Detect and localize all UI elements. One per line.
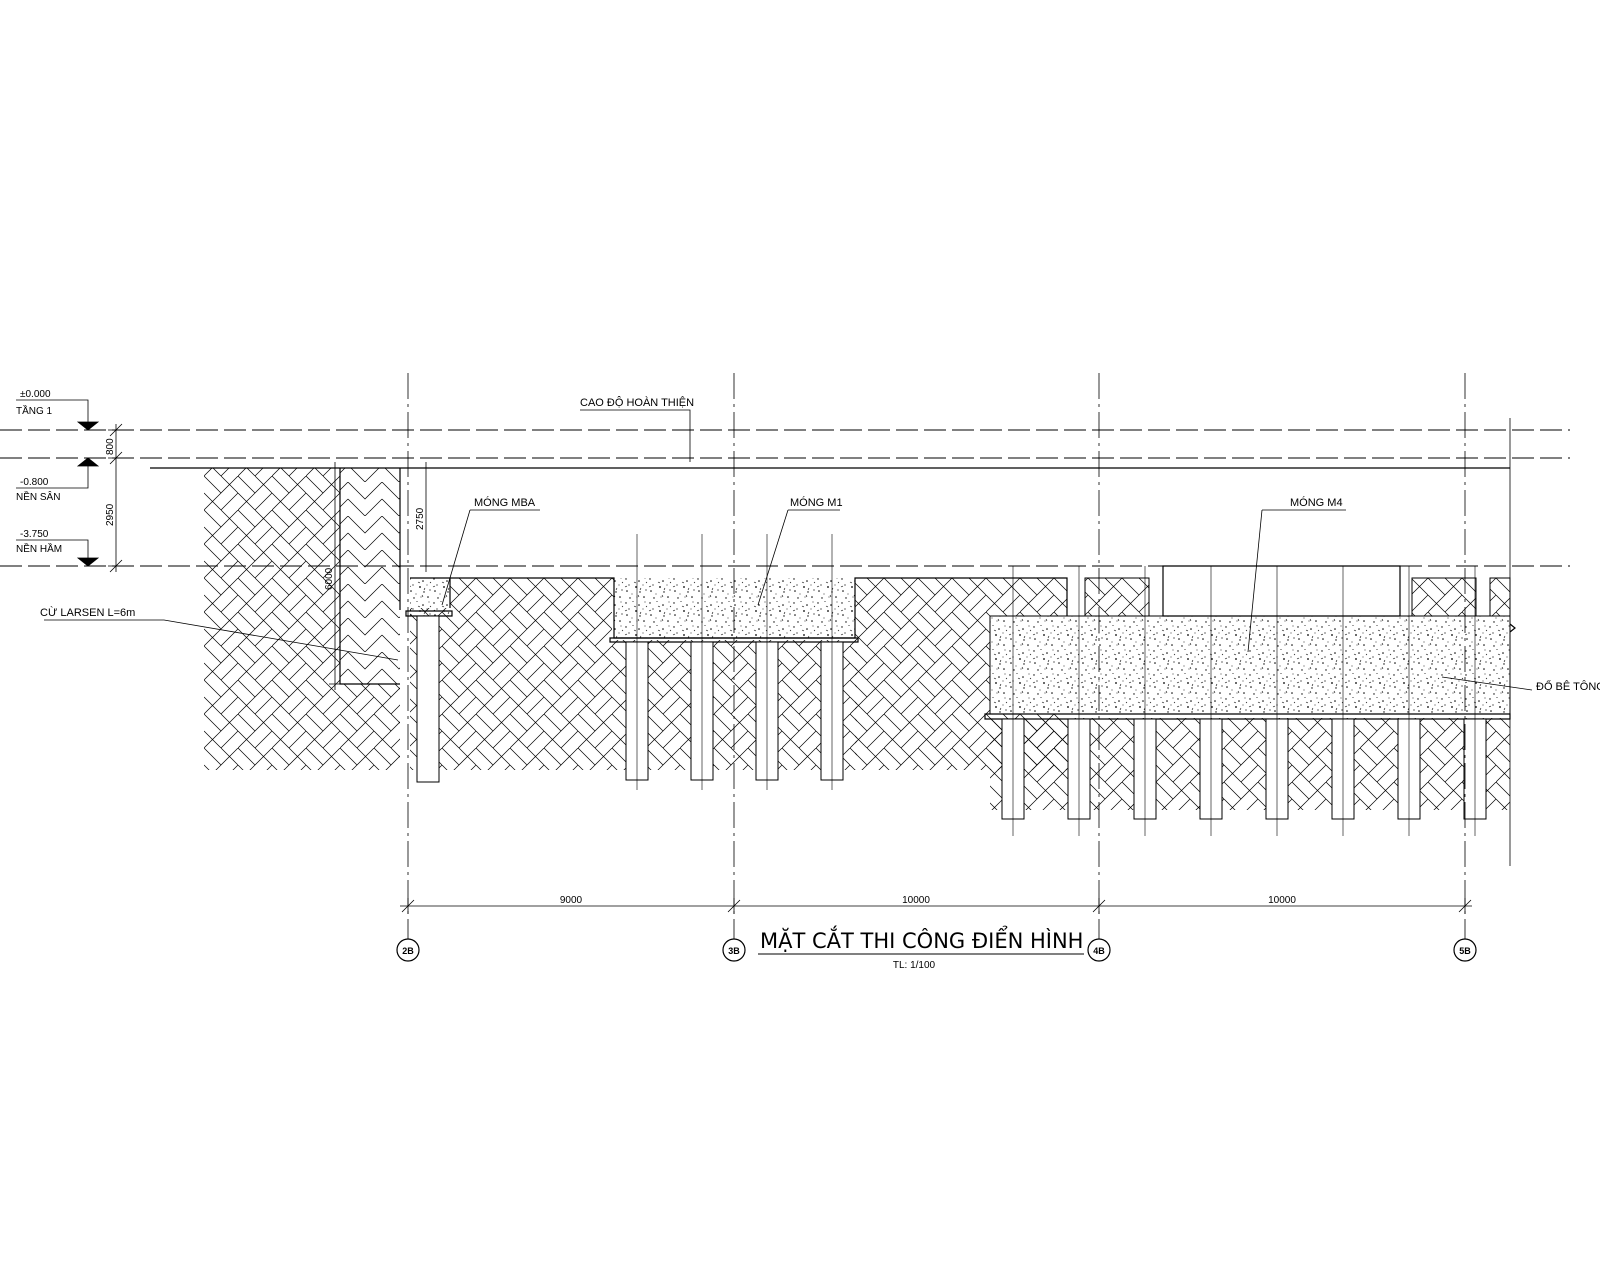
axis-label: 4B xyxy=(1093,946,1105,956)
do-be-tong-label: ĐỔ BÊ TÔNG xyxy=(1536,680,1600,693)
level-markers xyxy=(16,399,100,567)
axis-bubble xyxy=(396,938,420,962)
dimension-6000: 6000 xyxy=(324,567,335,590)
axis-bubble xyxy=(722,938,746,962)
dimension-800: 800 xyxy=(105,438,116,455)
axis-label: 2B xyxy=(402,946,414,956)
span-dimension: 10000 xyxy=(902,895,930,906)
axis-label: 3B xyxy=(728,946,740,956)
span-dimension: 10000 xyxy=(1268,895,1296,906)
drawing-scale: TL: 1/100 xyxy=(893,960,936,971)
level-value: ±0.000 xyxy=(20,389,51,400)
level-name: NỀN HẦM xyxy=(16,542,62,555)
drawing-title: MẶT CẮT THI CÔNG ĐIỂN HÌNH xyxy=(760,925,1083,953)
mong-m1-label: MÓNG M1 xyxy=(790,496,843,509)
level-arrow-down xyxy=(76,421,100,431)
piles xyxy=(416,534,1487,836)
span-dimension: 9000 xyxy=(560,895,583,906)
vertical-dimensions xyxy=(108,423,432,690)
mong-m4-label: MÓNG M4 xyxy=(1290,496,1343,509)
axis-bubbles xyxy=(396,938,1477,962)
dimension-2950: 2950 xyxy=(105,503,116,526)
elevation-lines xyxy=(0,418,1570,866)
sheet-pile xyxy=(416,615,440,783)
level-arrow-down xyxy=(76,557,100,567)
level-value: -3.750 xyxy=(20,529,49,540)
finish-level-label: CAO ĐỘ HOÀN THIỆN xyxy=(580,396,694,409)
mong-mba-label: MÓNG MBA xyxy=(474,496,536,509)
level-value: -0.800 xyxy=(20,477,49,488)
span-dimensions xyxy=(400,898,1472,914)
grid-axes xyxy=(407,373,1466,950)
level-name: TẦNG 1 xyxy=(16,404,53,417)
leaders xyxy=(44,409,1533,691)
axis-bubble xyxy=(1453,938,1477,962)
level-arrow-up xyxy=(76,457,100,467)
axis-label: 5B xyxy=(1459,946,1471,956)
level-name: NỀN SÂN xyxy=(16,490,60,503)
cu-larsen-label: CỪ LARSEN L=6m xyxy=(40,606,135,619)
axis-bubble xyxy=(1087,938,1111,962)
dimension-2750: 2750 xyxy=(415,507,426,530)
